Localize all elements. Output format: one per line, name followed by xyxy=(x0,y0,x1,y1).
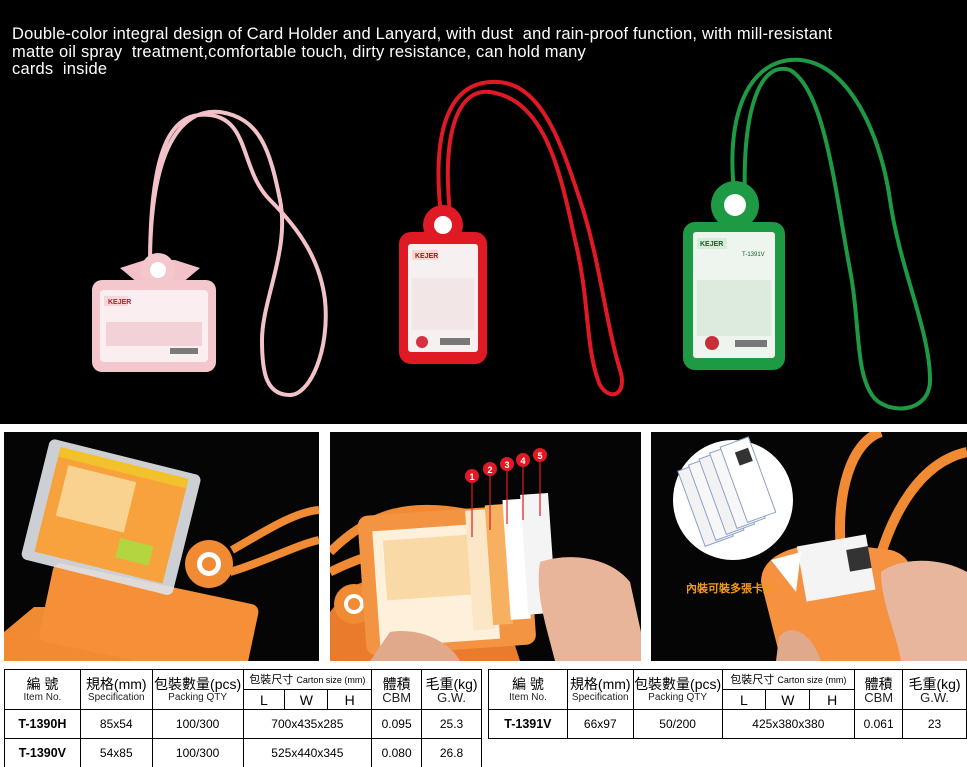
spec-table-right: 編 號 Item No. 規格(mm) Specification 包裝數量(p… xyxy=(488,669,967,739)
callout-2: 2 xyxy=(487,465,492,475)
green-card-holder: KEJER T-1391V xyxy=(683,57,933,411)
pink-card-holder: KEJER xyxy=(92,109,328,398)
header-packing-qty: 包裝數量(pcs) Packing QTY xyxy=(632,669,723,710)
detail-photo-multi-cards: 內裝可裝多張卡片 xyxy=(651,432,967,661)
layer-callouts: 1 2 3 4 5 xyxy=(465,448,547,537)
header-gross-weight: 毛重(kg) G.W. xyxy=(902,669,967,710)
headline-line: Double-color integral design of Card Hol… xyxy=(12,25,833,43)
table-row: T-1390V 54x85 100/300 525x440x345 0.080 … xyxy=(4,738,482,767)
brand-label: KEJER xyxy=(108,299,131,306)
pack-cell: 100/300 xyxy=(151,738,244,767)
hero-panel: Double-color integral design of Card Hol… xyxy=(0,0,967,424)
callout-1: 1 xyxy=(469,472,474,482)
spec-cell: 54x85 xyxy=(79,738,153,767)
detail-photo-open-holder xyxy=(4,432,319,661)
cbm-cell: 0.080 xyxy=(371,738,423,767)
header-specification: 規格(mm) Specification xyxy=(79,669,153,710)
header-item-no: 編 號 Item No. xyxy=(4,669,81,710)
header-specification: 規格(mm) Specification xyxy=(566,669,634,710)
brand-label: KEJER xyxy=(415,253,438,260)
pack-cell: 100/300 xyxy=(151,709,244,739)
header-width: W xyxy=(284,689,329,710)
zoom-bubble xyxy=(673,436,801,592)
item-no-cell: T-1390H xyxy=(4,709,81,739)
carton-cell: 525x440x345 xyxy=(242,738,373,767)
header-cbm: 體積 CBM xyxy=(854,669,904,710)
header-cbm: 體積 CBM xyxy=(371,669,423,710)
cbm-cell: 0.095 xyxy=(371,709,423,739)
brand-label: KEJER xyxy=(700,241,723,248)
header-width: W xyxy=(765,689,811,710)
spec-cell: 66x97 xyxy=(566,709,634,739)
headline-line: cards inside xyxy=(12,60,108,78)
cbm-cell: 0.061 xyxy=(854,709,904,739)
header-carton-size: 包裝尺寸 Carton size (mm) xyxy=(242,669,373,690)
red-card-holder: KEJER xyxy=(399,79,624,397)
headline: Double-color integral design of Card Hol… xyxy=(12,25,912,79)
gw-cell: 25.3 xyxy=(421,709,482,739)
product-lineup: KEJER KEJER KEJER T-1391V xyxy=(92,57,933,411)
header-item-no: 編 號 Item No. xyxy=(488,669,568,710)
callout-5: 5 xyxy=(537,451,542,461)
callout-3: 3 xyxy=(504,460,509,470)
carton-cell: 425x380x380 xyxy=(721,709,856,739)
table-row: T-1391V 66x97 50/200 425x380x380 0.061 2… xyxy=(488,709,967,739)
headline-line: matte oil spray treatment,comfortable to… xyxy=(12,42,586,61)
header-height: H xyxy=(809,689,856,710)
header-carton-size: 包裝尺寸 Carton size (mm) xyxy=(721,669,856,690)
table-row: T-1390H 85x54 100/300 700x435x285 0.095 … xyxy=(4,709,482,739)
header-gross-weight: 毛重(kg) G.W. xyxy=(421,669,482,710)
carton-cell: 700x435x285 xyxy=(242,709,373,739)
callout-4: 4 xyxy=(520,456,525,466)
item-no-cell: T-1391V xyxy=(488,709,568,739)
header-height: H xyxy=(327,689,373,710)
gw-cell: 23 xyxy=(902,709,967,739)
header-packing-qty: 包裝數量(pcs) Packing QTY xyxy=(151,669,244,710)
gw-cell: 26.8 xyxy=(421,738,482,767)
item-no-cell: T-1390V xyxy=(4,738,81,767)
model-label: T-1391V xyxy=(742,252,765,258)
header-length: L xyxy=(242,689,286,710)
spec-cell: 85x54 xyxy=(79,709,153,739)
pack-cell: 50/200 xyxy=(632,709,723,739)
detail-photo-layers: 1 2 3 4 5 xyxy=(330,432,641,661)
header-length: L xyxy=(721,689,767,710)
multi-card-caption: 內裝可裝多張卡片 xyxy=(686,581,774,595)
spec-table-left: 編 號 Item No. 規格(mm) Specification 包裝數量(p… xyxy=(4,669,482,767)
